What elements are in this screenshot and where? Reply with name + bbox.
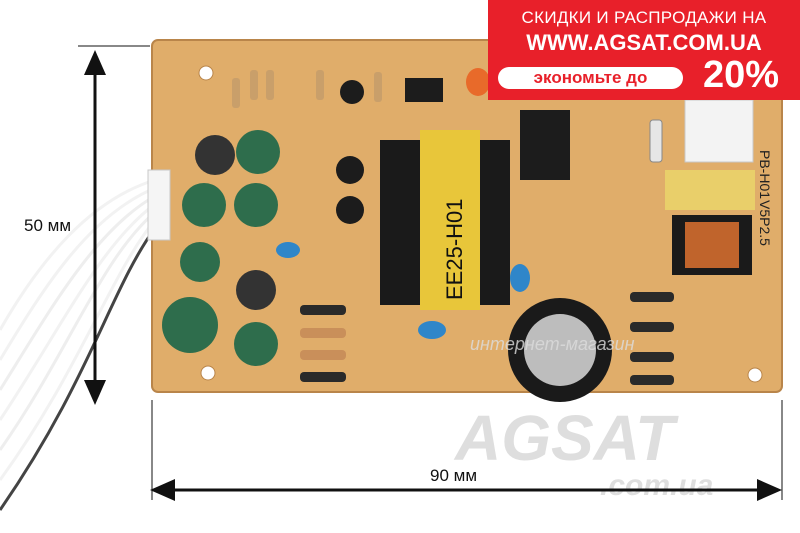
transformer-winding <box>420 130 480 310</box>
choke-winding <box>685 222 739 268</box>
main-capacitor-top <box>524 314 596 386</box>
power-connector <box>684 99 754 163</box>
watermark-brand: AGSAT <box>453 402 679 474</box>
mounting-hole <box>198 65 214 81</box>
orange-capacitor <box>466 68 490 96</box>
optocoupler <box>405 78 443 102</box>
promo-title: СКИДКИ И РАСПРОДАЖИ НА <box>521 8 767 27</box>
ic-chip <box>520 110 570 180</box>
watermark-tagline: интернет-магазин <box>470 334 635 354</box>
promo-save-label: экономьте до <box>498 67 683 89</box>
resistor-row <box>232 70 382 108</box>
wire-bundle <box>0 178 157 511</box>
small-transistor <box>336 196 364 224</box>
mounting-hole <box>747 367 763 383</box>
blue-capacitor <box>418 321 446 339</box>
watermark-domain: .com.ua <box>600 469 713 502</box>
promo-percent: 20% <box>702 54 780 96</box>
blue-capacitor <box>510 264 530 292</box>
x-capacitor <box>665 170 755 210</box>
promo-url[interactable]: WWW.AGSAT.COM.UA <box>526 30 762 55</box>
board-model-label: PB-H01 <box>757 150 773 199</box>
height-dimension-arrow <box>78 45 150 405</box>
board-version-label: V5P2.5 <box>757 200 773 246</box>
blue-capacitor <box>276 242 300 258</box>
diode-group <box>300 305 346 382</box>
wire-connector <box>147 169 171 241</box>
height-label: 50 мм <box>24 216 72 235</box>
transistor <box>340 80 364 104</box>
width-label: 90 мм <box>430 466 478 485</box>
fuse <box>649 119 663 163</box>
rectifier-diodes <box>630 292 674 385</box>
transformer-label: EE25-H01 <box>442 198 467 300</box>
small-transistor <box>336 156 364 184</box>
mounting-hole <box>200 365 216 381</box>
capacitor-cluster <box>162 130 280 366</box>
promo-banner[interactable]: СКИДКИ И РАСПРОДАЖИ НА WWW.AGSAT.COM.UA … <box>488 0 800 100</box>
width-dimension-arrow <box>150 400 783 501</box>
